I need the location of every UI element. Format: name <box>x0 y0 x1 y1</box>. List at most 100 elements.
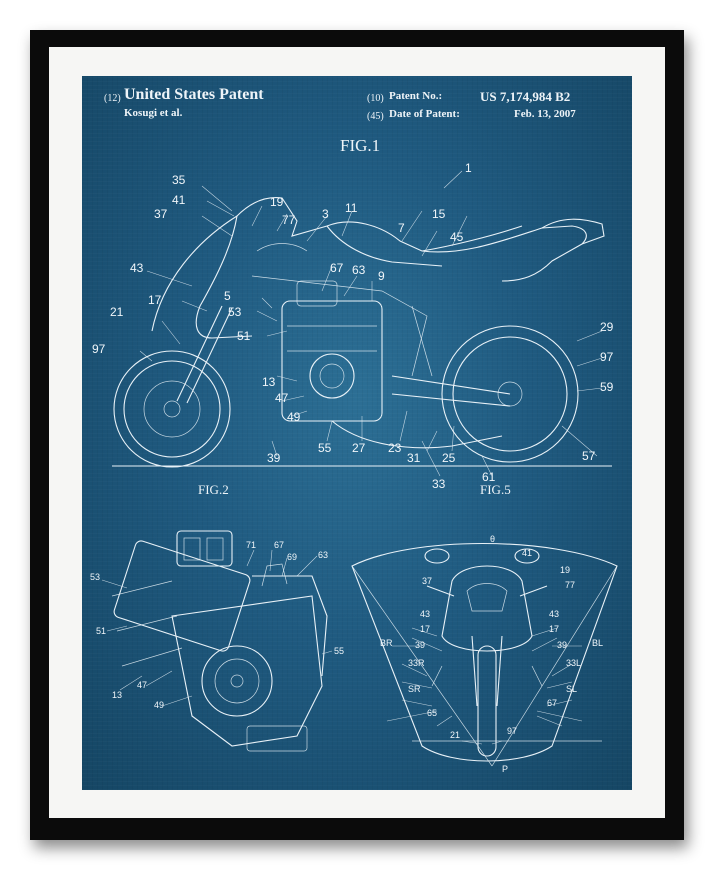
tail-section <box>541 218 605 245</box>
fig2-frame-tubes <box>111 580 183 667</box>
fig2-label: 47 <box>137 680 147 690</box>
fig5-label: 33L <box>566 658 581 668</box>
fig5-label: 39 <box>415 640 425 650</box>
fig5-label: 17 <box>420 624 430 634</box>
fig2-injector-2 <box>206 537 224 561</box>
fig1-label: 49 <box>287 410 301 424</box>
header-code-45: (45) <box>367 111 384 122</box>
inventor-name: Kosugi et al. <box>124 107 183 119</box>
rear-rim <box>452 336 568 452</box>
fig1-label: 61 <box>482 470 496 484</box>
fig1-label: 13 <box>262 375 276 389</box>
fig2-clutch-cover <box>201 645 273 717</box>
fig1-label: 37 <box>154 207 168 221</box>
patent-blueprint-print: (12) United States Patent Kosugi et al. … <box>82 76 632 790</box>
fig5-angle-sector <box>351 543 618 762</box>
swingarm-bottom <box>391 393 511 407</box>
fig2-title: FIG.2 <box>198 482 229 497</box>
fig2-clutch-hub <box>230 674 244 688</box>
fig2-label: 49 <box>154 700 164 710</box>
swingarm-top <box>391 375 511 395</box>
engine-frame-rail <box>113 540 251 652</box>
fig2-leader-lines <box>101 549 333 707</box>
engine-fins <box>287 325 377 352</box>
fig1-label: 51 <box>237 329 251 343</box>
fig5-label: 97 <box>507 726 517 736</box>
patent-number-value: US 7,174,984 B2 <box>480 89 571 104</box>
engine-crank-inner <box>319 363 345 389</box>
patent-drawings: 1 35 41 19 77 3 11 15 37 7 45 43 67 63 9… <box>90 161 618 774</box>
fig2-label: 51 <box>96 626 106 636</box>
front-fork-left <box>176 305 223 402</box>
fig2-sensor <box>261 563 288 587</box>
fig5-fork-right <box>496 635 503 707</box>
fig1-label: 45 <box>450 230 464 244</box>
fig1-reference-numerals: 1 35 41 19 77 3 11 15 37 7 45 43 67 63 9… <box>92 161 614 491</box>
fig2-oil-pan <box>246 725 308 752</box>
fig1-label: 53 <box>228 305 242 319</box>
fig5-label: 37 <box>422 576 432 586</box>
fig5-label: 17 <box>549 624 559 634</box>
fig1-label: 41 <box>172 193 186 207</box>
fig5-front-view-drawing: θ 41 37 19 77 43 43 17 17 BR 39 39 BL 33… <box>351 534 618 774</box>
header-code-10: (10) <box>367 93 384 104</box>
rear-tire <box>441 325 579 463</box>
patent-number-label: Patent No.: <box>389 90 443 102</box>
fig1-label: 55 <box>318 441 332 455</box>
fig5-title: FIG.5 <box>480 482 511 497</box>
fig2-label: 63 <box>318 550 328 560</box>
fig1-label: 1 <box>465 161 472 175</box>
fig2-label: 55 <box>334 646 344 656</box>
fig1-label: 11 <box>345 201 358 215</box>
fig5-label: SL <box>566 684 577 694</box>
fig1-label: 21 <box>110 305 124 319</box>
fig5-label: BL <box>592 638 603 648</box>
fig1-label: 25 <box>442 451 456 465</box>
fig5-label: SR <box>408 684 421 694</box>
fig5-bank-right <box>491 565 618 767</box>
patent-date-label: Date of Patent: <box>389 108 460 120</box>
front-hub <box>163 400 181 418</box>
fig1-label: 33 <box>432 477 446 491</box>
fig1-label: 67 <box>330 261 344 275</box>
seat-line <box>421 225 523 252</box>
fig1-label: 23 <box>388 441 402 455</box>
fig5-handlebar-left <box>426 585 455 597</box>
fig5-bank-left <box>351 565 493 767</box>
engine-block <box>281 300 383 422</box>
exhaust-pipe <box>331 420 503 449</box>
fig2-label: 53 <box>90 572 100 582</box>
fig5-label: 65 <box>427 708 437 718</box>
rear-shock <box>411 305 433 377</box>
patent-date-value: Feb. 13, 2007 <box>514 108 576 120</box>
front-brake-disc <box>143 380 201 438</box>
fig1-label: 97 <box>92 342 106 356</box>
fig1-label: 35 <box>172 173 186 187</box>
front-fork-right <box>186 307 233 404</box>
fig5-footpegs <box>431 665 543 687</box>
fig5-windscreen <box>466 583 508 612</box>
fig2-throttle-body <box>176 530 233 567</box>
fig1-label: 19 <box>270 195 284 209</box>
fig1-label: 39 <box>267 451 281 465</box>
fig1-label: 5 <box>224 289 231 303</box>
fig5-front-tire <box>477 645 497 757</box>
fig5-fork-left <box>471 635 478 707</box>
fig1-label: 31 <box>407 451 421 465</box>
fig5-label: 19 <box>560 565 570 575</box>
fig1-label: 77 <box>282 213 296 227</box>
header-code-12: (12) <box>104 93 121 104</box>
fig5-label: P <box>502 764 508 774</box>
fig5-label: 43 <box>549 609 559 619</box>
fig1-label: 47 <box>275 391 289 405</box>
paper-texture <box>82 76 632 790</box>
engine-crank-cover <box>309 353 355 399</box>
fairing-vent <box>256 243 308 252</box>
fig5-label: 43 <box>420 609 430 619</box>
throttle-body <box>296 280 338 307</box>
fig1-label: 27 <box>352 441 366 455</box>
fig1-label: 29 <box>600 320 614 334</box>
fig5-label: 67 <box>547 698 557 708</box>
patent-title: United States Patent <box>124 86 264 103</box>
fig2-label: 67 <box>274 540 284 550</box>
